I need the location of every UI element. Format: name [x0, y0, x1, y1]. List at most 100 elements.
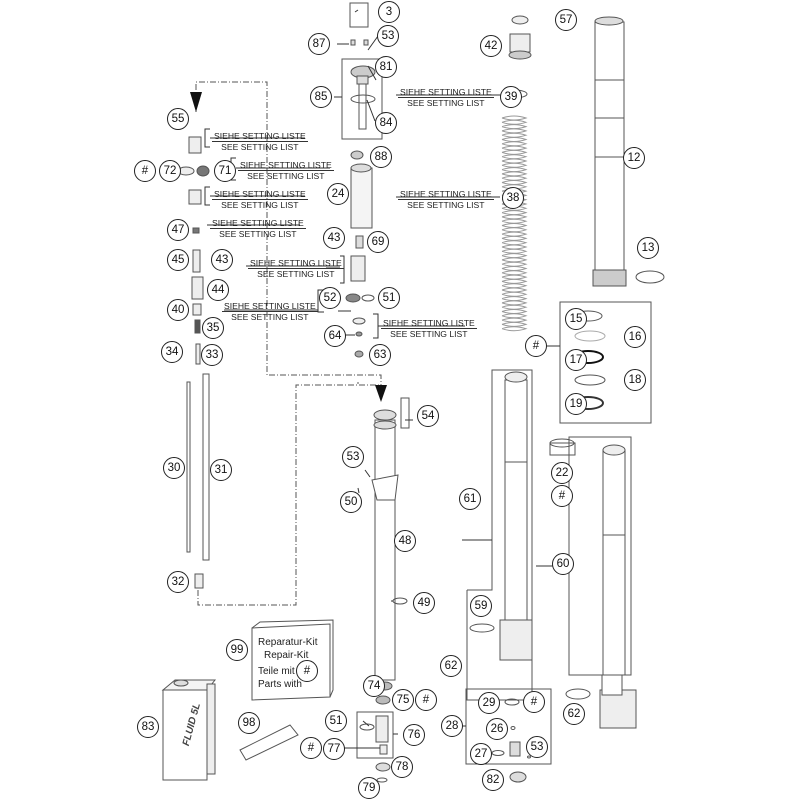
part-30-rod [186, 381, 191, 553]
callout-c72: 72 [159, 160, 181, 182]
callout-c33: 33 [201, 344, 223, 366]
callout-c59: 59 [470, 595, 492, 617]
callout-c31: 31 [210, 459, 232, 481]
note-de: SIEHE SETTING LISTE [398, 87, 494, 98]
callout-c55: 55 [167, 108, 189, 130]
parts-with-en: Parts with [258, 679, 302, 690]
callout-c52: 52 [319, 287, 341, 309]
callout-c50: 50 [340, 491, 362, 513]
callout-c53a: 53 [377, 25, 399, 47]
callout-c83: 83 [137, 716, 159, 738]
callout-c47: 47 [167, 219, 189, 241]
note-en: SEE SETTING LIST [247, 171, 325, 181]
callout-c16: 16 [624, 326, 646, 348]
arrow-marker-top [190, 92, 202, 112]
part-48-tube [374, 419, 396, 681]
callout-c76: 76 [403, 724, 425, 746]
callout-c74: 74 [363, 675, 385, 697]
callout-c98: 98 [238, 712, 260, 734]
grease-tube [239, 724, 299, 761]
note-en: SEE SETTING LIST [219, 229, 297, 239]
callout-c49: 49 [413, 592, 435, 614]
callout-chash5: # [523, 691, 545, 713]
repair-kit-label: Reparatur-Kit Repair-Kit Teile mit Parts… [258, 636, 317, 691]
callout-c38: 38 [502, 187, 524, 209]
parts-with-de: Teile mit [258, 666, 295, 677]
callout-chash6: # [300, 737, 322, 759]
callout-c62a: 62 [440, 655, 462, 677]
callout-c29: 29 [478, 692, 500, 714]
callout-c17: 17 [565, 349, 587, 371]
callout-c34: 34 [161, 341, 183, 363]
callout-c12: 12 [623, 147, 645, 169]
seal-kit-box [559, 301, 652, 424]
note-en: SEE SETTING LIST [407, 200, 485, 210]
note-de: SIEHE SETTING LISTE [212, 131, 308, 142]
leader-lines [204, 9, 569, 749]
note-de: SIEHE SETTING LISTE [381, 318, 477, 329]
volume-label: 5L [189, 701, 203, 716]
callout-c85: 85 [310, 86, 332, 108]
part-85-box [341, 58, 383, 140]
note-en: SEE SETTING LIST [231, 312, 309, 322]
part-76-box [356, 711, 394, 759]
note-en: SEE SETTING LIST [221, 200, 299, 210]
part-38-spring [501, 115, 528, 332]
note-de: SIEHE SETTING LISTE [212, 189, 308, 200]
callout-c27: 27 [470, 743, 492, 765]
note-de: SIEHE SETTING LISTE [238, 160, 334, 171]
callout-c71: 71 [214, 160, 236, 182]
callout-c3: 3 [378, 1, 400, 23]
callout-c81: 81 [375, 56, 397, 78]
callout-c53b: 53 [342, 446, 364, 468]
callout-chash4: # [415, 689, 437, 711]
repair-kit-marker: # [296, 660, 318, 682]
callout-c42: 42 [480, 35, 502, 57]
callout-c51a: 51 [378, 287, 400, 309]
callout-chash1: # [134, 160, 156, 182]
arrow-marker-bottom [375, 385, 387, 402]
repair-kit-en: Repair-Kit [264, 650, 309, 661]
dashed-connector-bottom [197, 384, 381, 606]
callout-c61: 61 [459, 488, 481, 510]
note-de: SIEHE SETTING LISTE [248, 258, 344, 269]
callout-c24: 24 [327, 183, 349, 205]
callout-c82: 82 [482, 769, 504, 791]
callout-c26: 26 [486, 718, 508, 740]
callout-chash2: # [525, 335, 547, 357]
callout-c30: 30 [163, 457, 185, 479]
callout-c77: 77 [323, 738, 345, 760]
callout-c40: 40 [167, 299, 189, 321]
part-31-rod [202, 373, 210, 561]
part-12-outer-tube [594, 21, 625, 285]
callout-c60: 60 [552, 553, 574, 575]
callout-c43b: 43 [211, 249, 233, 271]
callout-c48: 48 [394, 530, 416, 552]
part-60-tube [602, 449, 626, 676]
callout-chash3: # [551, 485, 573, 507]
callout-c35: 35 [202, 317, 224, 339]
callout-c45: 45 [167, 249, 189, 271]
callout-c15: 15 [565, 308, 587, 330]
callout-c87: 87 [308, 33, 330, 55]
note-de: SIEHE SETTING LISTE [210, 218, 306, 229]
note-de: SIEHE SETTING LISTE [398, 189, 494, 200]
callout-c84: 84 [375, 112, 397, 134]
note-en: SEE SETTING LIST [257, 269, 335, 279]
part-24-tube [350, 167, 373, 229]
callout-c69: 69 [367, 231, 389, 253]
callout-c79: 79 [358, 777, 380, 799]
part-61-tube [504, 379, 528, 651]
callout-c99: 99 [226, 639, 248, 661]
callout-c28: 28 [441, 715, 463, 737]
callout-c75: 75 [392, 689, 414, 711]
callout-c63: 63 [369, 344, 391, 366]
callout-c51b: 51 [325, 710, 347, 732]
